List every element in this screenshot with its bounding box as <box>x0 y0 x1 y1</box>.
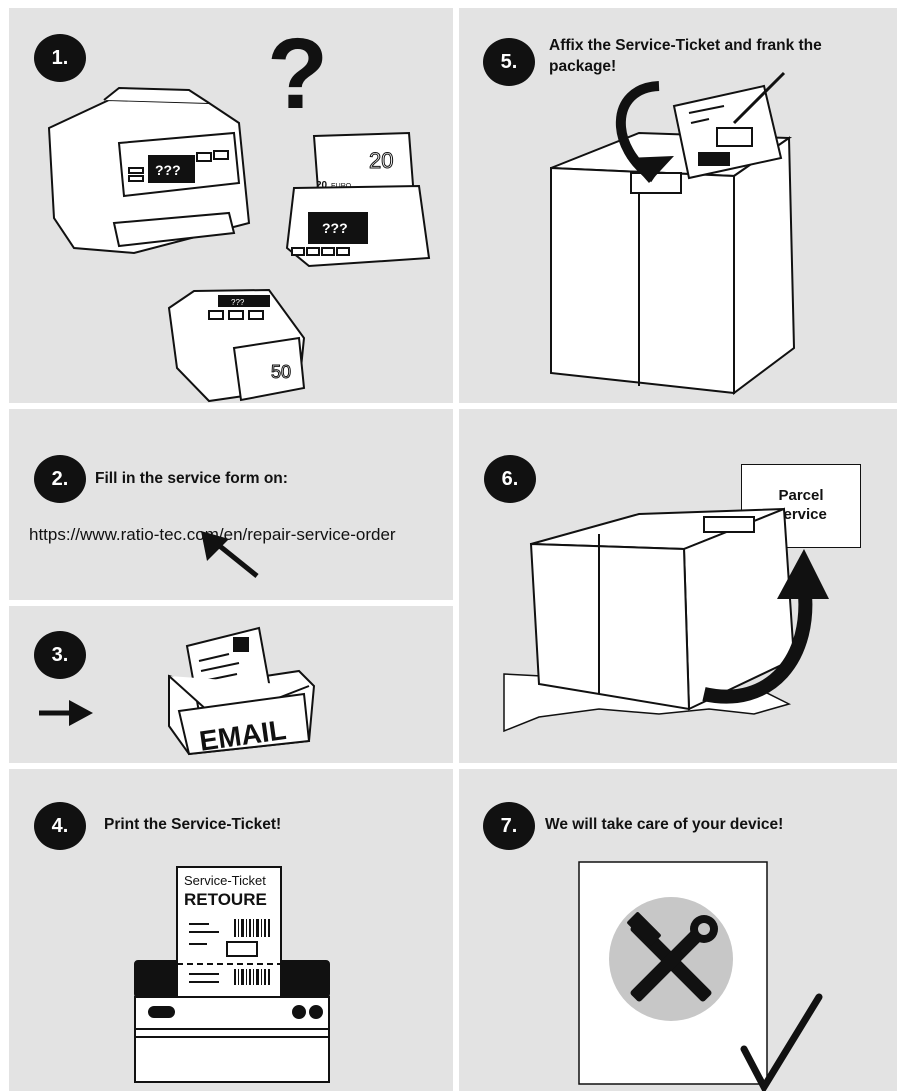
checker-display-text: ??? <box>322 220 348 236</box>
panel-step-5: 5. Affix the Service-Ticket and frank th… <box>459 8 897 403</box>
note-50-value: 50 <box>271 362 291 382</box>
step-2-caption: Fill in the service form on: <box>95 469 288 490</box>
cursor-arrow-icon <box>199 531 279 591</box>
money-devices-illustration: ? ??? 20 20 EURO ??? <box>9 8 453 403</box>
panel-step-3: 3. EMAIL <box>9 606 453 763</box>
parcel-box <box>531 509 794 709</box>
panel-step-6: 6. Parcel service <box>459 409 897 763</box>
banknote-detector-illustration: ??? 50 <box>169 290 304 401</box>
affix-ticket-illustration <box>459 8 897 403</box>
banknote-checker-illustration: 20 20 EURO ??? <box>287 133 429 266</box>
panel-step-4: 4. Print the Service-Ticket! <box>9 769 453 1091</box>
counter-display-text: ??? <box>155 162 181 178</box>
right-arrow-icon <box>37 698 97 728</box>
parcel-pickup-illustration <box>459 409 897 763</box>
printer-slot-icon <box>149 1007 174 1017</box>
printer-illustration: Service-Ticket RETOURE <box>9 769 453 1091</box>
printer-button-icon <box>310 1006 322 1018</box>
repair-illustration <box>459 769 897 1091</box>
question-mark: ? <box>267 18 328 130</box>
banknote-counter-illustration: ??? <box>49 88 249 253</box>
email-envelope-illustration: EMAIL <box>159 616 339 756</box>
note-20-value: 20 <box>369 148 393 173</box>
step-3-badge: 3. <box>34 631 86 679</box>
detector-display-text: ??? <box>231 298 245 307</box>
ticket-title: Service-Ticket <box>184 873 266 888</box>
step-2-badge: 2. <box>34 455 86 503</box>
printer-button-icon <box>293 1006 305 1018</box>
panel-step-2: 2. Fill in the service form on: https://… <box>9 409 453 600</box>
ticket-subtitle: RETOURE <box>184 890 267 909</box>
panel-step-1: 1. ? ??? 20 20 EURO <box>9 8 453 403</box>
package-box <box>551 133 794 393</box>
panel-step-7: 7. We will take care of your device! <box>459 769 897 1091</box>
